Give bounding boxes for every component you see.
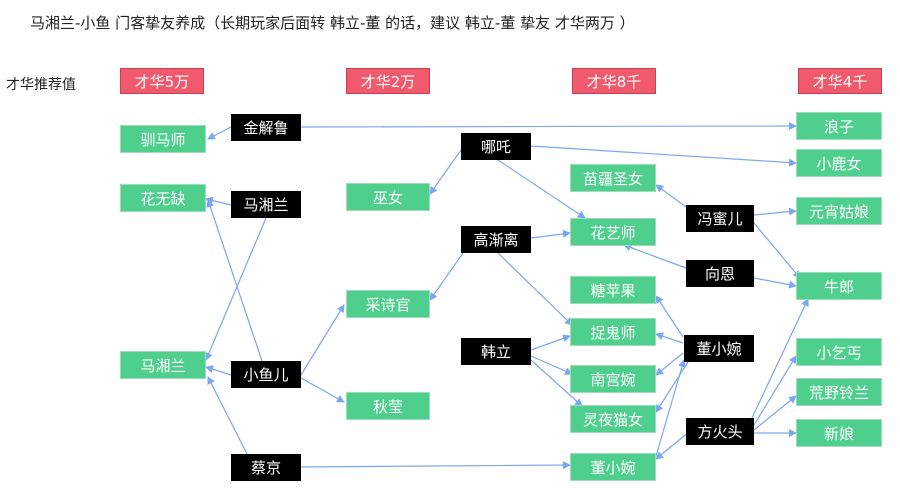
- edge-jinjielu-langzi: [300, 122, 797, 131]
- node-huangyelinglan: 荒野铃兰: [796, 378, 882, 406]
- header-8000: 才华8千: [572, 68, 656, 94]
- node-maxianglan-source: 马湘兰: [231, 191, 301, 218]
- node-gaojianli: 高渐离: [461, 226, 531, 253]
- edge-fengmier-miaojiang: [655, 184, 687, 208]
- node-fengmier: 冯蜜儿: [686, 205, 754, 232]
- edge-dong-zhuoguishi: [655, 332, 684, 344]
- page-title: 马湘兰-小鱼 门客挚友养成（长期玩家后面转 韩立-董 的话，建议 韩立-董 挚友…: [30, 14, 635, 32]
- row-label: 才华推荐值: [6, 77, 76, 93]
- node-xiaoqigai: 小乞丐: [796, 338, 882, 366]
- node-lingyemaonv: 灵夜猫女: [570, 405, 656, 433]
- edge-xiaoyuer-caishiguan: [300, 304, 345, 376]
- node-caijing: 蔡京: [231, 454, 301, 481]
- node-fanghuotou: 方火头: [686, 418, 754, 445]
- node-qiuying: 秋莹: [346, 392, 430, 420]
- edge-dong-tangpingguo: [655, 295, 684, 338]
- node-caishiguan: 采诗官: [346, 290, 430, 318]
- header-4000: 才华4千: [798, 68, 882, 94]
- node-maxianglan-target: 马湘兰: [120, 351, 206, 379]
- edge-caijing-maxianglan: [207, 376, 249, 457]
- edge-gaojianli-huayishi: [530, 229, 571, 239]
- edge-xiaoyuer-huawuque: [206, 199, 263, 362]
- edge-xiaoyuer-qiuying: [300, 377, 345, 403]
- edge-jinjielu-xunmashi: [207, 126, 232, 140]
- node-nangongwan: 南宫婉: [570, 365, 656, 393]
- edge-hanli-lingyemaonv: [530, 359, 583, 407]
- edge-nezha-huayishi: [497, 159, 586, 219]
- node-miaojiangshengnv: 苗疆圣女: [570, 164, 656, 192]
- node-zhuoguishi: 捉鬼师: [570, 318, 656, 346]
- edge-hanli-nangongwan: [530, 355, 573, 375]
- edge-fengmier-niulang: [753, 222, 801, 279]
- edge-xiangen-niulang: [753, 277, 797, 289]
- edge-nezha-xiaolunv: [530, 145, 797, 167]
- edge-xiangen-huayishi: [623, 243, 687, 269]
- node-xiaolunv: 小鹿女: [796, 149, 882, 177]
- edge-gaojianli-zhuoguishi: [497, 252, 573, 326]
- node-xiangen: 向恩: [686, 260, 754, 287]
- node-tangpingguo: 糖苹果: [570, 276, 656, 304]
- node-xiaoyuer: 小鱼儿: [231, 361, 301, 388]
- edge-gaojianli-caishiguan: [429, 252, 464, 301]
- edge-fanghuotou-xiaoqigai: [753, 355, 797, 426]
- edge-fanghuotou-niulang: [751, 298, 809, 419]
- edge-maxianglan-maxianglan: [205, 217, 267, 361]
- node-wunv: 巫女: [346, 183, 430, 211]
- node-huayishi: 花艺师: [570, 218, 656, 246]
- node-xinniang: 新娘: [796, 419, 882, 447]
- edge-nezha-wunv: [429, 149, 462, 195]
- edge-fengmier-yuanxiao: [753, 207, 797, 216]
- edge-hanli-zhuoguishi: [530, 334, 571, 351]
- node-huawuque: 花无缺: [120, 184, 206, 212]
- edge-dongbottom-dongmid: [655, 359, 686, 457]
- node-yuanxiaoguniang: 元宵姑娘: [796, 197, 882, 225]
- edge-xiaoyuer-maxianglan: [205, 365, 232, 376]
- node-langzi: 浪子: [796, 112, 882, 140]
- header-20000: 才华2万: [346, 68, 430, 94]
- node-xunmashi: 驯马师: [120, 125, 206, 153]
- node-jinjielu: 金解鲁: [231, 114, 301, 141]
- edge-caijing-dongxiaowan: [300, 461, 571, 470]
- node-nezha: 哪吒: [461, 133, 531, 160]
- edge-fanghuotou-huangye: [753, 395, 797, 431]
- node-dongxiaowan-source: 董小婉: [684, 335, 754, 362]
- edge-dong-nangongwan: [655, 352, 684, 376]
- node-niulang: 牛郎: [796, 272, 882, 300]
- node-dongxiaowan-target: 董小婉: [570, 453, 656, 481]
- edge-dong-lingyemaonv: [655, 361, 689, 413]
- header-50000: 才华5万: [120, 68, 204, 94]
- node-hanli: 韩立: [461, 338, 531, 365]
